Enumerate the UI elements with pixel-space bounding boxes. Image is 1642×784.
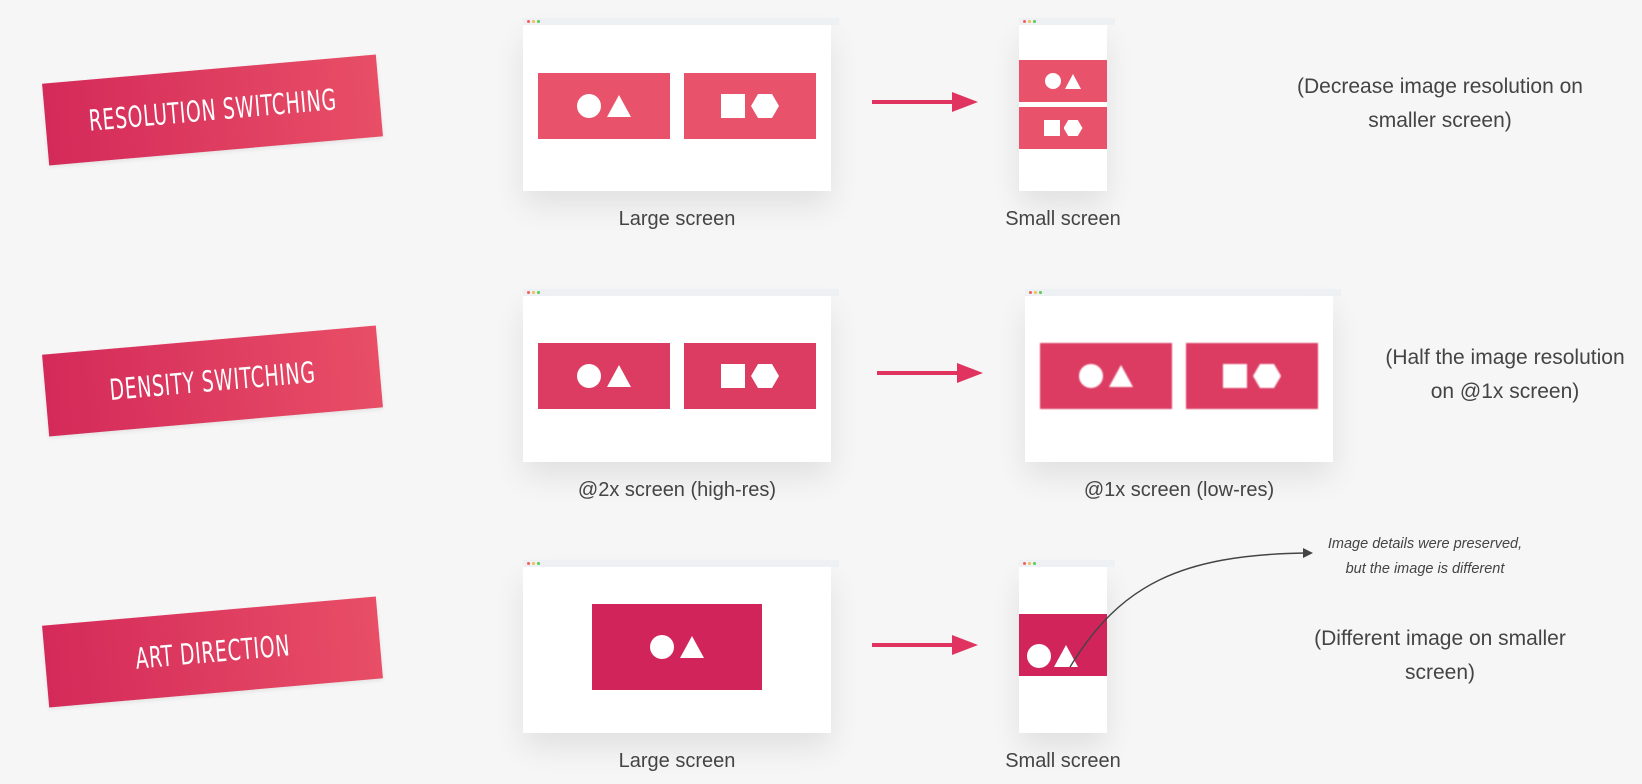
maximize-dot-icon: [537, 20, 540, 23]
close-dot-icon: [527, 562, 530, 565]
image-panel-right: [684, 73, 816, 139]
browser-titlebar: [1025, 289, 1341, 296]
caption-small-screen: Small screen: [1005, 750, 1121, 772]
blurry-image-panel-left: [1040, 343, 1172, 409]
close-dot-icon: [1023, 562, 1026, 565]
note-density-switching: (Half the image resolution on @1x screen…: [1385, 346, 1625, 403]
triangle-icon: [1054, 645, 1078, 667]
circle-icon: [577, 364, 601, 388]
minimize-dot-icon: [532, 291, 535, 294]
label-art-direction: ART DIRECTION: [42, 596, 383, 708]
hexagon-icon: [1253, 364, 1281, 388]
hexagon-icon: [751, 364, 779, 388]
triangle-icon: [1065, 73, 1081, 89]
square-icon: [721, 364, 745, 388]
image-panel-top: [1019, 60, 1107, 102]
square-icon: [1223, 364, 1247, 388]
maximize-dot-icon: [1039, 291, 1042, 294]
circle-icon: [1079, 364, 1103, 388]
label-density-switching: DENSITY SWITCHING: [42, 325, 383, 437]
browser-titlebar: [523, 289, 839, 296]
arrow-icon: [872, 635, 978, 655]
caption-large-screen: Large screen: [618, 750, 736, 772]
close-dot-icon: [1029, 291, 1032, 294]
low-res-screen-window: [1025, 289, 1341, 462]
minimize-dot-icon: [1028, 562, 1031, 565]
image-panel-left: [538, 343, 670, 409]
circle-icon: [1045, 73, 1061, 89]
caption-small-screen: Small screen: [1005, 208, 1121, 230]
circle-icon: [577, 94, 601, 118]
note-resolution-switching: (Decrease image resolution on smaller sc…: [1297, 75, 1583, 132]
close-dot-icon: [527, 291, 530, 294]
image-panel: [592, 604, 762, 690]
minimize-dot-icon: [1034, 291, 1037, 294]
cropped-image-panel: [1019, 614, 1107, 676]
note-art-direction: (Different image on smaller screen): [1314, 627, 1566, 684]
triangle-icon: [607, 95, 631, 117]
annotation-note: Image details were preserved, but the im…: [1327, 536, 1523, 577]
close-dot-icon: [1023, 20, 1026, 23]
square-icon: [721, 94, 745, 118]
maximize-dot-icon: [1033, 562, 1036, 565]
browser-titlebar: [523, 18, 839, 25]
minimize-dot-icon: [532, 20, 535, 23]
arrow-icon: [872, 92, 978, 112]
maximize-dot-icon: [537, 562, 540, 565]
caption-large-screen: Large screen: [618, 208, 736, 230]
large-screen-window: [523, 560, 839, 733]
caption-low-res-screen: @1x screen (low-res): [1083, 479, 1275, 501]
arrow-icon: [877, 363, 983, 383]
browser-titlebar: [1019, 18, 1115, 25]
triangle-icon: [607, 365, 631, 387]
label-resolution-switching: RESOLUTION SWITCHING: [42, 54, 383, 166]
annotation-curved-arrow-icon: [1069, 548, 1313, 668]
circle-icon: [650, 635, 674, 659]
browser-titlebar: [523, 560, 839, 567]
circle-icon: [1027, 644, 1051, 668]
image-panel-left: [538, 73, 670, 139]
blurry-image-panel-right: [1186, 343, 1318, 409]
close-dot-icon: [527, 20, 530, 23]
square-icon: [1043, 120, 1060, 136]
hexagon-icon: [751, 94, 779, 118]
caption-high-res-screen: @2x screen (high-res): [577, 479, 777, 501]
high-res-screen-window: [523, 289, 839, 462]
large-screen-window: [523, 18, 839, 191]
small-screen-window: [1019, 560, 1115, 733]
triangle-icon: [680, 636, 704, 658]
small-screen-window: [1019, 18, 1115, 191]
browser-titlebar: [1019, 560, 1115, 567]
maximize-dot-icon: [537, 291, 540, 294]
minimize-dot-icon: [1028, 20, 1031, 23]
minimize-dot-icon: [532, 562, 535, 565]
image-panel-right: [684, 343, 816, 409]
image-panel-bottom: [1019, 107, 1107, 149]
maximize-dot-icon: [1033, 20, 1036, 23]
triangle-icon: [1109, 365, 1133, 387]
hexagon-icon: [1063, 120, 1083, 136]
